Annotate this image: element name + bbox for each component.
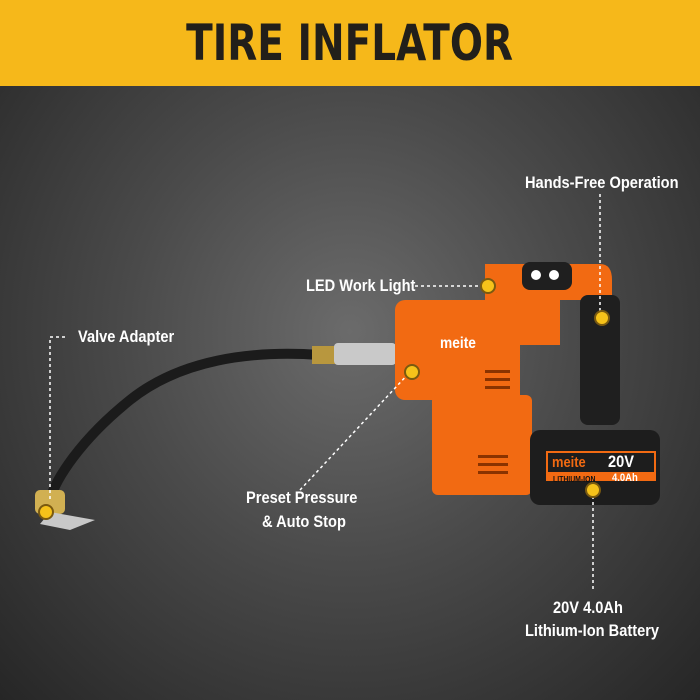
battery-brand: meite bbox=[552, 454, 586, 471]
callout-battery-2: Lithium-Ion Battery bbox=[525, 621, 660, 640]
battery-chemistry: LITHIUM-ION bbox=[553, 475, 596, 484]
callout-battery-1: 20V 4.0Ah bbox=[553, 598, 623, 617]
callout-lines bbox=[49, 194, 601, 590]
battery-voltage: 20V bbox=[608, 452, 635, 471]
hands-free-dot bbox=[594, 310, 610, 326]
hose bbox=[45, 348, 321, 502]
title-banner: TIRE INFLATOR bbox=[0, 0, 700, 86]
preset-dot bbox=[404, 364, 420, 380]
inflator-body bbox=[395, 262, 620, 495]
page-title: TIRE INFLATOR bbox=[186, 14, 514, 72]
battery-dot bbox=[585, 482, 601, 498]
quick-coupler bbox=[334, 343, 396, 365]
battery-pack bbox=[530, 430, 660, 505]
led-dot bbox=[480, 278, 496, 294]
callout-preset-2: & Auto Stop bbox=[262, 512, 346, 531]
callout-valve: Valve Adapter bbox=[78, 327, 175, 346]
brass-fitting bbox=[312, 346, 336, 364]
callout-dots bbox=[38, 278, 610, 520]
callout-hands-free: Hands-Free Operation bbox=[525, 173, 679, 192]
callout-preset-1: Preset Pressure bbox=[246, 488, 358, 507]
brand-logo: meite bbox=[440, 335, 476, 352]
valve-dot bbox=[38, 504, 54, 520]
battery-capacity: 4.0Ah bbox=[612, 472, 638, 484]
callout-led: LED Work Light bbox=[306, 276, 416, 295]
